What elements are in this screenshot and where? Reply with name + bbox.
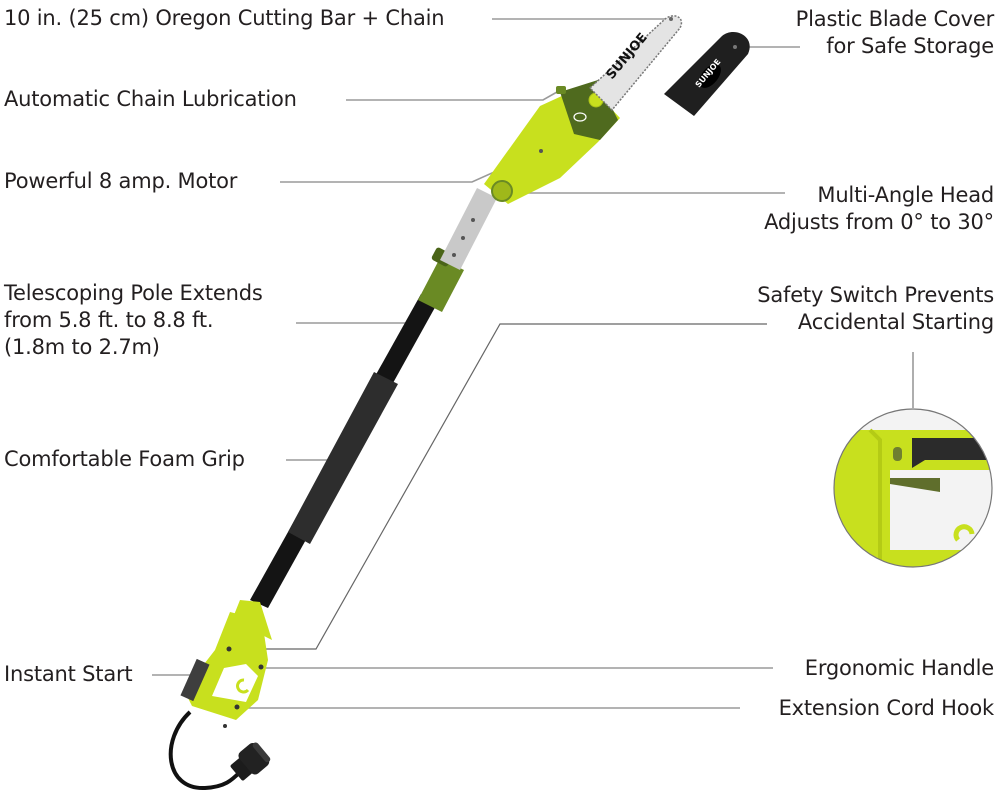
motor-head <box>484 80 620 204</box>
plug-icon <box>230 742 271 781</box>
angle-knob <box>491 180 513 202</box>
label-instant-start: Instant Start <box>4 662 133 686</box>
label-motor: Powerful 8 amp. Motor <box>4 169 238 193</box>
foam-grip <box>288 372 398 544</box>
label-cord-hook: Extension Cord Hook <box>778 696 995 720</box>
power-cord <box>168 710 271 791</box>
ergonomic-handle <box>180 600 272 728</box>
safety-switch-detail <box>833 408 993 568</box>
label-multi-angle-head: Multi-Angle Head Adjusts from 0° to 30° <box>764 183 994 234</box>
oil-cap <box>556 86 566 94</box>
label-foam-grip: Comfortable Foam Grip <box>4 447 245 471</box>
callout-line-safety-switch <box>228 323 767 650</box>
blade-cover: SUNJOE <box>664 32 750 116</box>
label-safety-switch: Safety Switch Prevents Accidental Starti… <box>757 283 994 334</box>
label-cutting-bar: 10 in. (25 cm) Oregon Cutting Bar + Chai… <box>4 6 445 30</box>
callout-line-chain-lubrication <box>346 91 558 101</box>
callout-lines <box>152 18 914 709</box>
pole-collar <box>418 258 464 312</box>
label-ergonomic-handle: Ergonomic Handle <box>804 656 994 680</box>
label-chain-lubrication: Automatic Chain Lubrication <box>4 87 297 111</box>
label-telescoping-pole: Telescoping Pole Extends from 5.8 ft. to… <box>4 281 263 359</box>
label-blade-cover: Plastic Blade Cover for Safe Storage <box>795 7 995 58</box>
upper-pole <box>440 188 497 270</box>
safety-switch-button <box>893 447 902 461</box>
